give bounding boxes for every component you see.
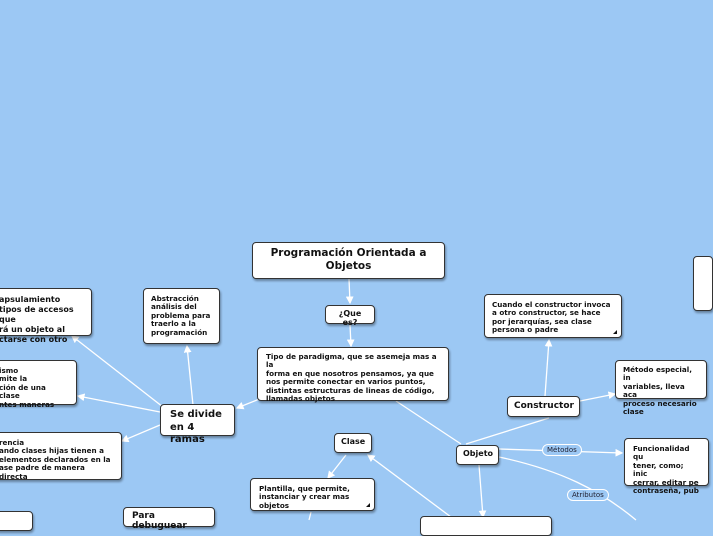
definicion-text: Tipo de paradigma, que se asemeja mas a … xyxy=(266,352,437,404)
edge-clase-plantilla xyxy=(327,454,347,480)
edge-objeto-atributos xyxy=(498,456,637,521)
edge-title-queEs xyxy=(345,278,354,305)
objeto-text: Objeto xyxy=(463,449,494,458)
debuguear-text: Para debuguear xyxy=(132,511,187,531)
plantilla-text: Plantilla, que permite, instanciar y cre… xyxy=(259,484,350,510)
clase-text: Clase xyxy=(341,437,366,446)
abstraccion-text: Abstracción análisis del problema para t… xyxy=(151,294,211,337)
edge-definicion-objeto xyxy=(395,400,462,445)
herencia-text: rencia ando clases hijas tienen a elemen… xyxy=(0,438,111,481)
edge-label-atributos: Atributos xyxy=(567,489,609,501)
edge-objeto-constructor xyxy=(465,417,550,445)
constructor-desc-node[interactable]: Cuando el constructor invoca a otro cons… xyxy=(484,294,622,338)
metodo-especial-node[interactable]: Método especial, in variables, lleva aca… xyxy=(615,360,707,416)
constructor-text: Constructor xyxy=(514,401,574,411)
bottom-center-node[interactable] xyxy=(420,516,552,536)
herencia-node[interactable]: rencia ando clases hijas tienen a elemen… xyxy=(0,432,122,480)
polimorfismo-node[interactable]: ismo mite la ción de una clase ntes mane… xyxy=(0,360,77,408)
edge-plantilla-down xyxy=(308,511,312,521)
edge-sedivide-encaps xyxy=(70,335,164,408)
funcionalidad-text: Funcionalidad qu tener, como; inic cerra… xyxy=(633,444,699,496)
se-divide-text: Se divide en 4 ramas xyxy=(170,409,222,445)
edge-label-metodos: Métodos xyxy=(542,444,582,456)
connector-layer xyxy=(70,278,637,521)
objeto-node[interactable]: Objeto xyxy=(456,445,499,465)
edge-constructor-metodo xyxy=(579,391,617,402)
edge-sedivide-polimorf xyxy=(76,393,161,413)
debuguear-node[interactable]: Para debuguear xyxy=(123,507,215,531)
main-title-node[interactable]: Programación Orientada a Objetos xyxy=(252,242,445,279)
edge-constructor-desc xyxy=(544,338,553,397)
metodo-especial-text: Método especial, in variables, lleva aca… xyxy=(623,365,697,417)
definicion-node[interactable]: Tipo de paradigma, que se asemeja mas a … xyxy=(257,347,449,404)
clase-node[interactable]: Clase xyxy=(334,433,372,453)
edge-sedivide-abstraccion xyxy=(183,344,194,406)
encapsulamiento-text: apsulamiento tipos de accesos que rá un … xyxy=(0,295,74,344)
abstraccion-node[interactable]: Abstracción análisis del problema para t… xyxy=(143,288,220,344)
bottom-left-node[interactable] xyxy=(0,511,33,531)
constructor-desc-text: Cuando el constructor invoca a otro cons… xyxy=(492,300,611,335)
encapsulamiento-node[interactable]: apsulamiento tipos de accesos que rá un … xyxy=(0,288,92,344)
edge-sedivide-herencia xyxy=(120,424,161,443)
funcionalidad-node[interactable]: Funcionalidad qu tener, como; inic cerra… xyxy=(624,438,709,495)
edge-queEs-definicion xyxy=(346,324,355,348)
main-title-text: Programación Orientada a Objetos xyxy=(270,247,427,272)
polimorfismo-text: ismo mite la ción de una clase ntes mane… xyxy=(0,366,55,409)
edge-objeto-clase xyxy=(366,454,456,521)
plantilla-node[interactable]: Plantilla, que permite, instanciar y cre… xyxy=(250,478,375,511)
offscreen-node-right[interactable] xyxy=(693,256,713,311)
note-marker-icon xyxy=(366,503,370,507)
se-divide-node[interactable]: Se divide en 4 ramas xyxy=(160,404,235,445)
que-es-node[interactable]: ¿Que es? xyxy=(325,305,375,327)
note-marker-icon xyxy=(613,330,617,334)
edge-objeto-down xyxy=(478,464,487,519)
que-es-text: ¿Que es? xyxy=(338,309,362,327)
constructor-node[interactable]: Constructor xyxy=(507,396,580,417)
